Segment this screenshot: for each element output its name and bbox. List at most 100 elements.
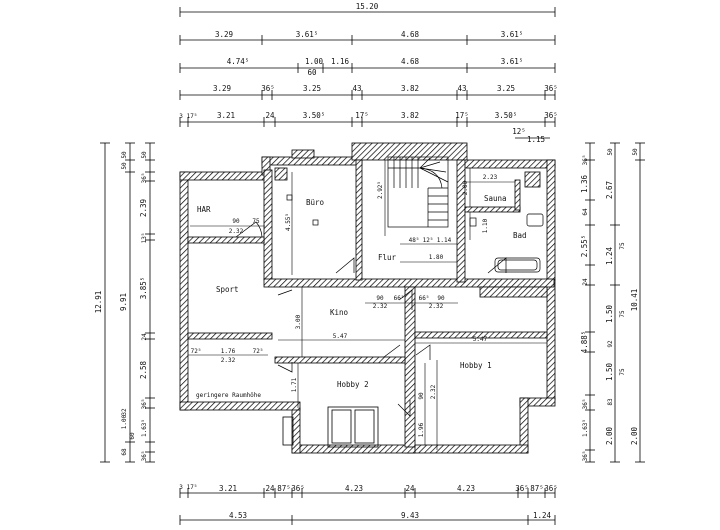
idim-kino-90b: 90 <box>437 295 445 302</box>
idim-har-75: 75 <box>252 218 260 225</box>
dim-top-r4-1: 3.29 <box>213 84 231 93</box>
dim-top-r1-1: 15.20 <box>356 2 379 11</box>
dim-left-991: 9.91 <box>119 293 128 311</box>
idim-low-72a: 72⁵ <box>191 348 202 355</box>
dim-top-r2-1: 3.29 <box>215 30 233 39</box>
dim-bot-r2-3: 1.24 <box>533 511 552 520</box>
dim-bot-r2-1: 4.53 <box>229 511 247 520</box>
room-labels: HAR Büro Sauna Bad Flur Sport Kino Hobby… <box>196 194 527 399</box>
dim-top-r5-4: 24 <box>265 111 275 120</box>
dim-left-258: 2.58 <box>139 360 148 379</box>
dim-top-r5-1: 3 <box>179 113 183 120</box>
dim-left-365c: 36⁵ <box>141 451 148 462</box>
dim-bot-r1-11: 87⁵ <box>530 484 544 493</box>
top-dimension-labels: 15.20 3.29 3.61⁵ 4.68 3.61⁵ 4.74⁵ 1.00 6… <box>179 2 558 144</box>
idim-flur-114: 1.14 <box>437 237 452 244</box>
dim-top-r4-4: 43 <box>352 84 361 93</box>
dim-left-365b: 36⁵ <box>141 399 148 410</box>
top-dimension-ticks <box>179 7 556 127</box>
idim-low-72b: 72⁵ <box>253 348 264 355</box>
dim-right-150a: 1.50 <box>605 304 614 323</box>
idim-kino-66a: 66⁵ <box>394 295 405 302</box>
dim-right-150b: 1.50 <box>605 362 614 381</box>
room-low-ceiling: geringere Raumhöhe <box>196 392 261 399</box>
idim-hobby2-171: 1.71 <box>291 377 298 392</box>
dim-right-50b: 50 <box>607 148 614 156</box>
dim-top-r5-2: 17⁵ <box>187 113 198 120</box>
dim-right-365a: 36⁵ <box>582 155 589 166</box>
dim-top-r3-4: 1.16 <box>331 57 350 66</box>
left-dimension-labels: 12.91 9.91 50 50 50 36⁵ 2.39 13⁵ 3.85⁵ 2… <box>94 151 148 461</box>
bottom-dimension-lines <box>179 488 556 525</box>
left-dimension-lines <box>100 142 155 463</box>
dim-left-1635: 1.63⁵ <box>141 419 148 437</box>
dim-right-365b: 36⁵ <box>582 399 589 410</box>
interior-walls <box>187 159 555 448</box>
bottom-dimension-labels: 3 17⁵ 3.21 24 87⁵ 36⁵ 4.23 24 4.23 36⁵ 8… <box>179 484 558 520</box>
room-hobby2: Hobby 2 <box>337 380 369 389</box>
idim-hobby1-90: 90 <box>418 392 425 400</box>
dim-right-24: 24 <box>582 278 589 286</box>
dim-top-115: 1.15 <box>527 135 545 144</box>
dim-left-50b: 50 <box>121 162 128 170</box>
dim-right-64: 64 <box>582 208 589 216</box>
idim-kino-90a: 90 <box>376 295 384 302</box>
dim-right-75a: 75 <box>619 242 626 250</box>
dim-top-r4-8: 36⁵ <box>544 84 558 93</box>
idim-hobby1-232: 2.32 <box>430 384 437 399</box>
room-kino: Kino <box>330 308 349 317</box>
dim-top-r3-3: 60 <box>307 68 317 77</box>
right-dimension-labels: 10.41 2.67 1.36 36⁵ 64 2.55⁵ 75 1.24 24 … <box>580 148 639 461</box>
idim-flur-180: 1.80 <box>429 254 444 261</box>
dim-top-r5-8: 17⁵ <box>455 111 469 120</box>
dim-bot-r1-8: 24 <box>405 484 415 493</box>
exterior-walls <box>179 142 556 454</box>
dim-bot-r1-2: 17⁵ <box>187 484 198 491</box>
shafts <box>274 149 548 298</box>
light-wells <box>282 406 379 448</box>
idim-flur-292: 2.92⁵ <box>377 181 384 199</box>
dim-top-r5-5: 3.50⁵ <box>303 111 326 120</box>
idim-sauna-200: 2.00 <box>462 180 469 195</box>
dim-top-r2-2: 3.61⁵ <box>296 30 319 39</box>
dim-left-3855: 3.85⁵ <box>139 277 148 300</box>
dim-bot-r1-5: 87⁵ <box>277 484 291 493</box>
room-flur: Flur <box>378 253 397 262</box>
idim-buero-455: 4.55⁵ <box>285 213 292 231</box>
dim-left-365a: 36⁵ <box>141 173 148 184</box>
dim-left-24: 24 <box>141 333 148 341</box>
bathroom-fixtures <box>469 213 544 273</box>
dim-right-83: 83 <box>607 398 614 406</box>
idim-flur-48: 48⁵ <box>409 237 420 244</box>
idim-kino-232b: 2.32 <box>429 303 444 310</box>
room-sauna: Sauna <box>484 194 507 203</box>
dim-top-r4-3: 3.25 <box>303 84 321 93</box>
dim-top-r2-3: 4.68 <box>401 30 420 39</box>
dim-top-r5-7: 3.82 <box>401 111 419 120</box>
dim-right-4885: 4.88⁵ <box>580 331 589 354</box>
dim-right-92: 92 <box>607 340 614 348</box>
dim-bot-r1-4: 24 <box>265 484 275 493</box>
idim-har-232: 2.32 <box>229 228 244 235</box>
dim-top-r5-3: 3.21 <box>217 111 235 120</box>
dim-left-50c: 50 <box>141 151 148 159</box>
dim-bot-r1-9: 4.23 <box>457 484 475 493</box>
dim-left-239: 2.39 <box>139 199 148 217</box>
dim-left-68: 68 <box>121 448 128 456</box>
dim-left-100: 1.00 <box>121 414 128 429</box>
dim-right-365c: 36⁵ <box>582 451 589 462</box>
dim-right-75c: 75 <box>619 368 626 376</box>
dim-right-75b: 75 <box>619 310 626 318</box>
idim-sauna-223: 2.23 <box>483 174 498 181</box>
dim-top-125: 12⁵ <box>512 127 526 136</box>
idim-hobby1-196: 1.96 <box>418 422 425 437</box>
dim-right-267: 2.67 <box>605 181 614 199</box>
dim-bot-r1-12: 36⁵ <box>544 484 558 493</box>
dim-left-50a: 50 <box>121 151 128 159</box>
right-dimension-lines <box>585 142 645 463</box>
dim-right-50a: 50 <box>632 148 639 156</box>
dim-right-200a: 2.00 <box>605 426 614 445</box>
dim-top-r4-2: 36⁵ <box>261 84 275 93</box>
idim-har-90: 90 <box>232 218 240 225</box>
